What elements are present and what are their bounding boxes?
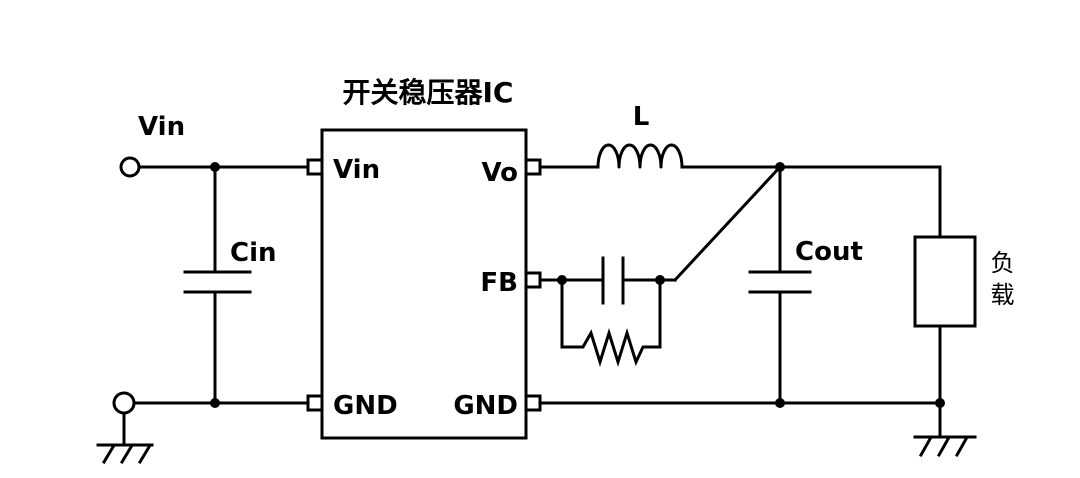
ground-hatch: [137, 444, 152, 465]
junction-dot: [210, 162, 220, 172]
ground-hatch: [954, 436, 969, 458]
input-capacitor-icon: [183, 165, 252, 405]
pin-gnd-right-label: GND: [453, 391, 518, 421]
pin-fb: [524, 271, 542, 289]
pin-fb-label: FB: [480, 268, 518, 298]
ground-hatch: [101, 444, 116, 465]
wire-fb-to-output: [672, 164, 783, 283]
inductor-icon: [596, 143, 684, 169]
input-terminal-label: Vin: [138, 112, 185, 142]
pin-gnd-left: [306, 394, 324, 412]
input-capacitor-label: Cin: [230, 238, 277, 268]
regulator-ic-body: [320, 128, 528, 440]
load-resistor-icon: [913, 235, 977, 328]
pin-vin-label: Vin: [333, 155, 380, 185]
ground-symbol-left-icon: [96, 411, 154, 465]
output-capacitor-label: Cout: [795, 237, 863, 267]
output-capacitor-icon: [748, 165, 812, 405]
pin-gnd-right: [524, 394, 542, 412]
feedback-resistor-icon: [560, 278, 662, 368]
load-label: 负载: [986, 250, 1014, 314]
ground-hatch: [936, 436, 951, 458]
ground-hatch: [918, 436, 933, 458]
feedback-capacitor-icon: [601, 256, 625, 305]
pin-vo: [524, 158, 542, 176]
pin-gnd-left-label: GND: [333, 391, 398, 421]
inductor-label: L: [633, 102, 650, 132]
ground-symbol-right-icon: [913, 401, 977, 458]
ground-hatch: [119, 444, 134, 465]
pin-vin: [306, 158, 324, 176]
input-terminal-icon: [119, 156, 141, 178]
pin-vo-label: Vo: [481, 158, 518, 188]
ground-terminal-icon: [112, 391, 136, 415]
diagram-title: 开关稳压器IC: [343, 76, 514, 109]
junction-dot: [210, 398, 220, 408]
